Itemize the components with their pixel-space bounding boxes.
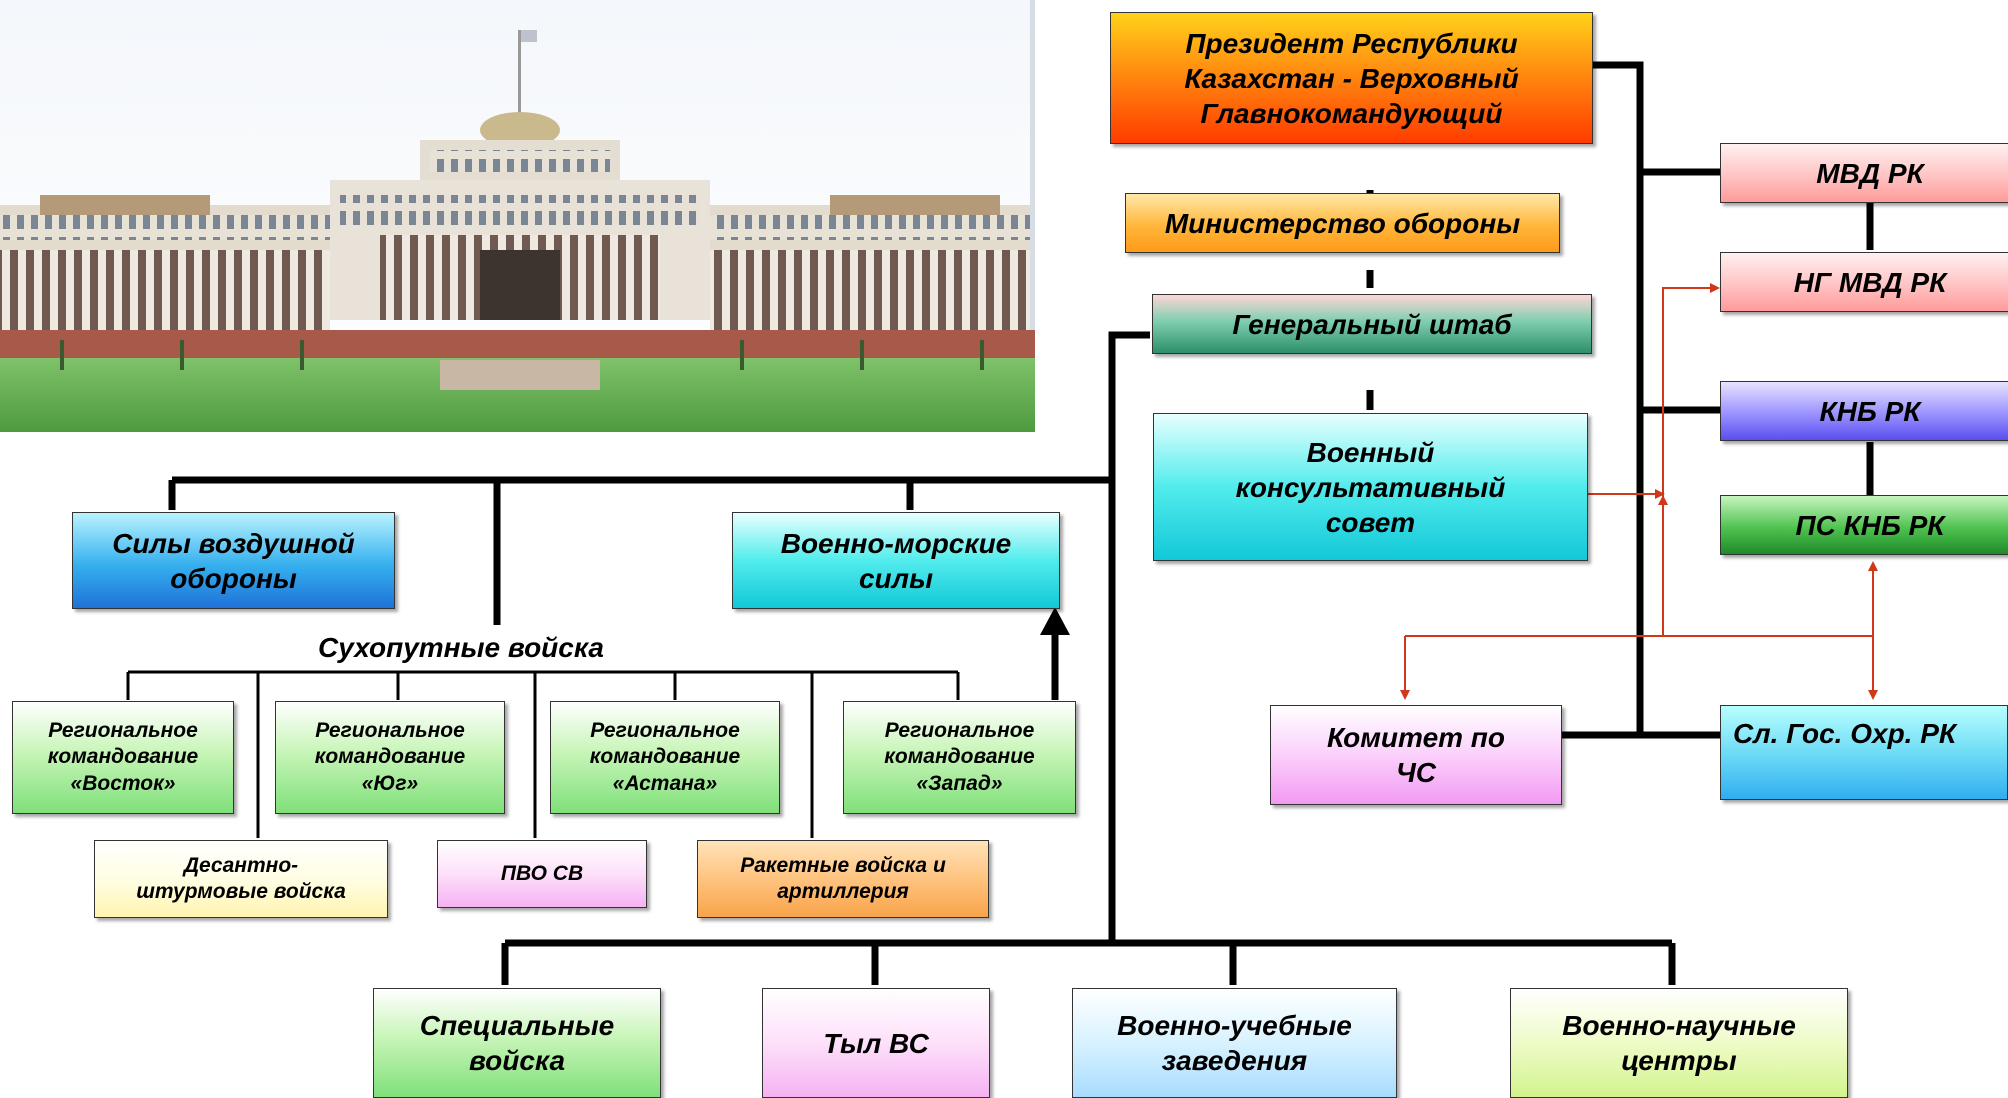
airborne-box: Десантно- штурмовые войска bbox=[94, 840, 388, 918]
military-council-box: Военный консультативный совет bbox=[1153, 413, 1588, 561]
navy-label: Военно-морские силы bbox=[780, 527, 1012, 594]
pvo-sv-label: ПВО СВ bbox=[500, 861, 584, 885]
military-council-label: Военный консультативный совет bbox=[1235, 436, 1506, 538]
mvd-box: МВД РК bbox=[1720, 143, 2008, 203]
ministry-label: Министерство обороны bbox=[1164, 207, 1521, 239]
pvo-sv-box: ПВО СВ bbox=[437, 840, 647, 908]
science-label: Военно-научные центры bbox=[1562, 1010, 1796, 1076]
rc-astana-label: Региональное командование «Астана» bbox=[589, 719, 741, 795]
general-staff-label: Генеральный штаб bbox=[1232, 308, 1512, 340]
rocket-label: Ракетные войска и артиллерия bbox=[740, 853, 946, 903]
air-defense-label: Силы воздушной обороны bbox=[112, 527, 355, 594]
ps-knb-box: ПС КНБ РК bbox=[1720, 495, 2008, 555]
schools-box: Военно-учебные заведения bbox=[1072, 988, 1397, 1098]
schools-label: Военно-учебные заведения bbox=[1117, 1010, 1352, 1076]
land-forces-label: Сухопутные войска bbox=[318, 632, 604, 663]
special-forces-label: Специальные войска bbox=[419, 1010, 615, 1076]
state-guard-label: Сл. Гос. Охр. РК bbox=[1733, 718, 1957, 749]
ps-knb-label: ПС КНБ РК bbox=[1795, 509, 1945, 541]
rear-label: Тыл ВС bbox=[823, 1027, 929, 1059]
president-label: Президент Республики Казахстан - Верховн… bbox=[1184, 27, 1519, 129]
state-guard-box: Сл. Гос. Охр. РК bbox=[1720, 705, 2008, 800]
special-forces-box: Специальные войска bbox=[373, 988, 661, 1098]
airborne-label: Десантно- штурмовые войска bbox=[136, 853, 346, 903]
knb-label: КНБ РК bbox=[1819, 395, 1921, 427]
navy-box: Военно-морские силы bbox=[732, 512, 1060, 609]
chs-committee-label: Комитет по ЧС bbox=[1326, 722, 1506, 788]
rc-astana-box: Региональное командование «Астана» bbox=[550, 701, 780, 814]
ng-mvd-label: НГ МВД РК bbox=[1793, 266, 1947, 298]
chs-committee-box: Комитет по ЧС bbox=[1270, 705, 1562, 805]
air-defense-box: Силы воздушной обороны bbox=[72, 512, 395, 609]
rc-zapad-label: Региональное командование «Запад» bbox=[884, 719, 1035, 795]
rc-vostok-box: Региональное командование «Восток» bbox=[12, 701, 234, 814]
science-box: Военно-научные центры bbox=[1510, 988, 1848, 1098]
rc-yug-label: Региональное командование «Юг» bbox=[314, 719, 466, 795]
ministry-building-photo bbox=[0, 0, 1035, 432]
president-box: Президент Республики Казахстан - Верховн… bbox=[1110, 12, 1593, 144]
general-staff-box: Генеральный штаб bbox=[1152, 294, 1592, 354]
rc-yug-box: Региональное командование «Юг» bbox=[275, 701, 505, 814]
knb-box: КНБ РК bbox=[1720, 381, 2008, 441]
ministry-box: Министерство обороны bbox=[1125, 193, 1560, 253]
rear-box: Тыл ВС bbox=[762, 988, 990, 1098]
rc-vostok-label: Региональное командование «Восток» bbox=[47, 719, 199, 795]
mvd-label: МВД РК bbox=[1816, 157, 1924, 189]
ng-mvd-box: НГ МВД РК bbox=[1720, 252, 2008, 312]
rocket-box: Ракетные войска и артиллерия bbox=[697, 840, 989, 918]
rc-zapad-box: Региональное командование «Запад» bbox=[843, 701, 1076, 814]
